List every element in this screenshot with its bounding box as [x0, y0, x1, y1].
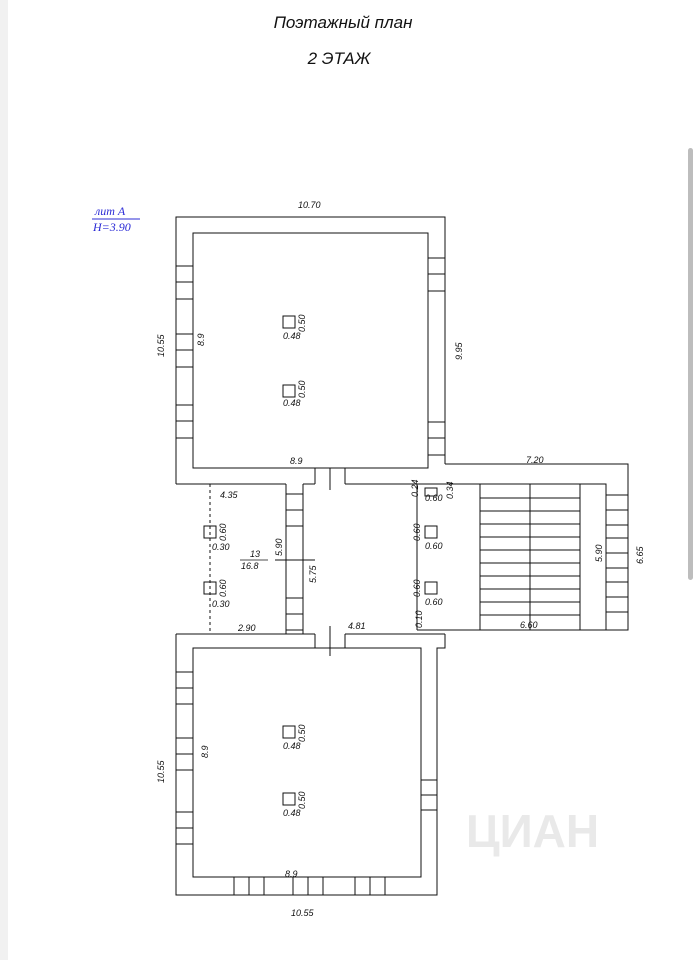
column	[424, 525, 438, 539]
dim-inner-bottom-top: 8.9	[290, 456, 303, 466]
dim-wing-top: 7.20	[526, 455, 544, 465]
plan-title: Поэтажный план	[273, 13, 413, 32]
column	[424, 581, 438, 595]
col-h: 0.60	[412, 579, 422, 597]
col-h: 0.60	[218, 579, 228, 597]
room-number: 13	[250, 549, 260, 559]
dim-bottom-outer: 10.55	[291, 908, 315, 918]
col-w: 0.30	[212, 599, 230, 609]
col-w: 0.60	[425, 493, 443, 503]
staircase	[479, 484, 581, 630]
dim-left-small: 4.35	[220, 490, 239, 500]
col-h: 0.50	[297, 724, 307, 742]
col-w: 0.48	[283, 741, 301, 751]
dim-top-outer: 10.70	[298, 200, 321, 210]
watermark: ЦИАН	[466, 805, 599, 857]
dim-inner-bottom-bottom: 8.9	[285, 869, 298, 879]
column	[282, 725, 296, 739]
column	[424, 487, 438, 497]
floor-label: 2 ЭТАЖ	[307, 49, 371, 68]
col-w: 0.60	[425, 597, 443, 607]
dim-inner-right-top: 9.95	[454, 341, 464, 360]
dim-wall-010: 0.10	[414, 610, 424, 628]
col-h: 0.60	[412, 523, 422, 541]
dim-590: 5.90	[274, 538, 284, 556]
dim-left-outer-top: 10.55	[156, 333, 166, 357]
col-h: 0.60	[218, 523, 228, 541]
dim-575: 5.75	[308, 564, 318, 583]
dim-wall-024: 0.24	[410, 479, 420, 497]
col-w: 0.60	[425, 541, 443, 551]
dim-inner-left-top: 8.9	[196, 333, 206, 346]
col-w: 0.30	[212, 542, 230, 552]
column	[282, 792, 296, 806]
dim-corridor-bottom: 4.81	[348, 621, 366, 631]
dim-wall-034: 0.34	[445, 481, 455, 499]
wing-outer-wall	[445, 463, 629, 631]
page-edge	[0, 0, 8, 960]
litera-height: Н=3.90	[92, 220, 131, 234]
col-h: 0.50	[297, 314, 307, 332]
upper-room-outer-wall	[175, 216, 446, 484]
column	[282, 315, 296, 329]
col-w: 0.48	[283, 398, 301, 408]
dim-left-outer-bottom: 10.55	[156, 759, 166, 783]
upper-room-inner-wall	[192, 232, 429, 469]
lower-room-outer-wall	[175, 634, 446, 896]
litera-name: лит А	[94, 204, 126, 218]
dim-stair-right: 5.90	[594, 544, 604, 562]
col-w: 0.48	[283, 808, 301, 818]
dim-left-small-bottom: 2.90	[237, 623, 256, 633]
room-area: 16.8	[241, 561, 259, 571]
dim-stair-bottom: 6.60	[520, 620, 538, 630]
col-h: 0.50	[297, 791, 307, 809]
dim-wing-right: 6.65	[635, 545, 645, 564]
lower-room-inner-wall	[192, 647, 422, 878]
scrollbar[interactable]	[688, 148, 693, 580]
dim-inner-left-bottom: 8.9	[200, 745, 210, 758]
col-h: 0.50	[297, 380, 307, 398]
column	[282, 384, 296, 398]
col-w: 0.48	[283, 331, 301, 341]
